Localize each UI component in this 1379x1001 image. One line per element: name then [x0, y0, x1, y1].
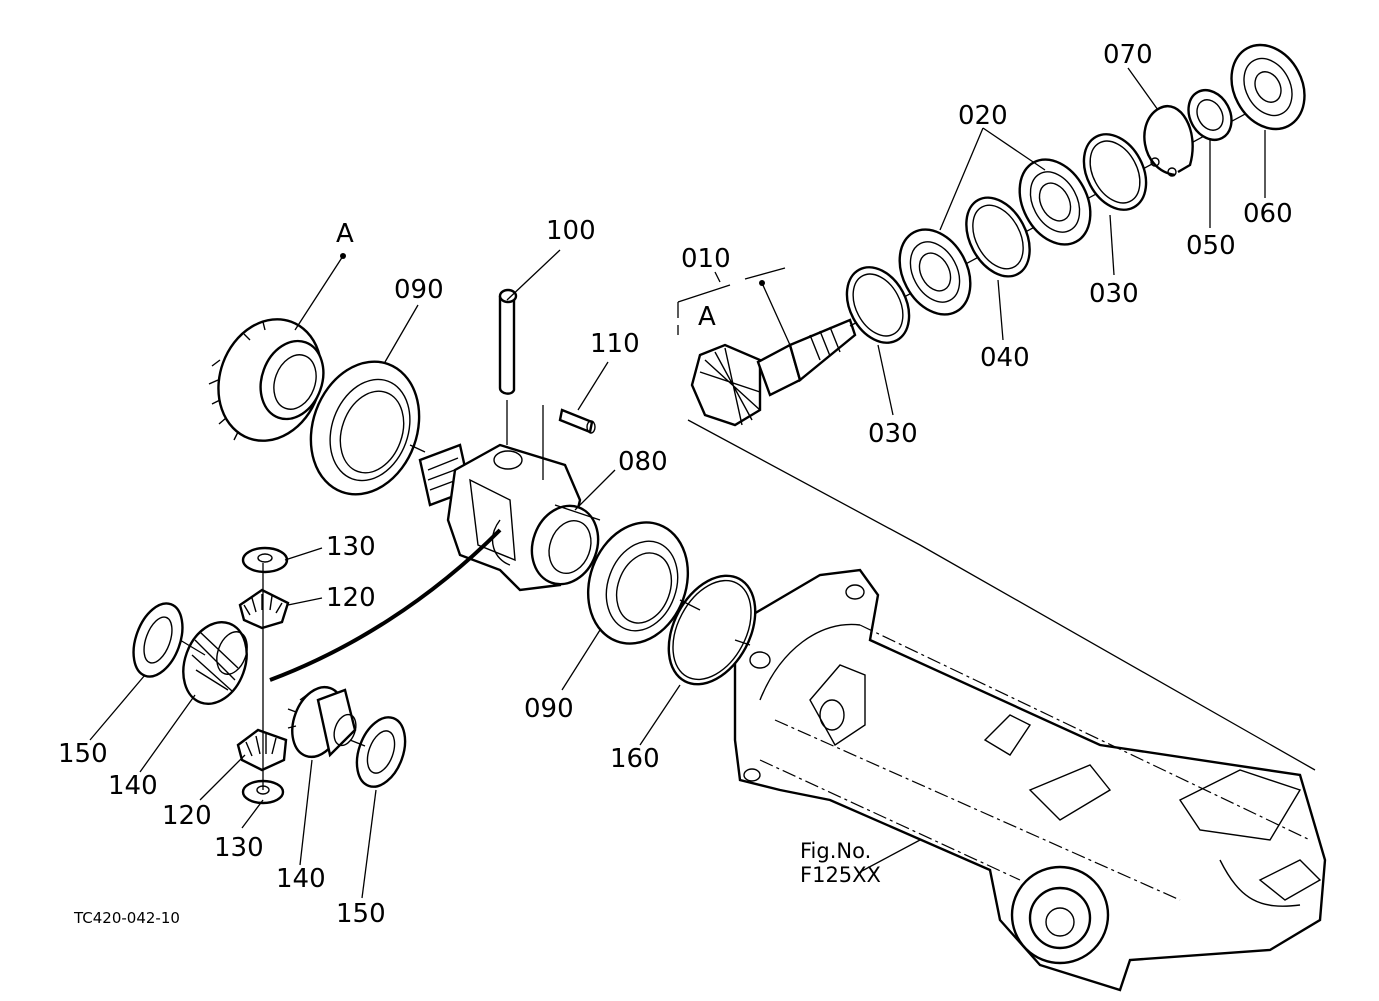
drawing-code: TC420-042-10 [73, 909, 180, 927]
label-070: 070 [1103, 40, 1153, 70]
label-160: 160 [610, 744, 660, 774]
label-100: 100 [546, 216, 596, 246]
pinion-gear-120-top [238, 588, 290, 630]
label-050: 050 [1186, 231, 1236, 261]
label-060: 060 [1243, 199, 1293, 229]
label-150-left: 150 [58, 739, 108, 769]
label-090-lower: 090 [524, 694, 574, 724]
seal-050 [1187, 88, 1233, 142]
shaft-pin-100 [498, 288, 518, 395]
axle-housing [733, 568, 1327, 992]
ref-a-pinion: A [698, 302, 716, 332]
label-010: 010 [681, 244, 731, 274]
leader-lines [89, 67, 1266, 899]
label-080: 080 [618, 447, 668, 477]
washer-130-top [241, 546, 289, 574]
washer-030-right [1082, 133, 1148, 211]
label-040: 040 [980, 343, 1030, 373]
label-130-top: 130 [326, 532, 376, 562]
side-gear-140-left [182, 621, 248, 705]
label-030-right: 030 [1089, 279, 1139, 309]
pinion-gear-120-bottom [236, 728, 288, 772]
washer-130-bottom [241, 779, 285, 805]
assembly-arrow-curve [269, 528, 502, 682]
snap-ring-070 [1143, 105, 1194, 177]
collar-040 [965, 196, 1031, 278]
washer-150-left [132, 602, 184, 678]
label-020: 020 [958, 101, 1008, 131]
ring-gear [208, 318, 325, 442]
bearing-060 [1230, 43, 1306, 131]
washer-150-right [355, 716, 407, 788]
figure-ref-line2: F125XX [800, 863, 881, 887]
ref-a-ring-gear: A [336, 219, 354, 249]
label-110: 110 [590, 329, 640, 359]
bearing-020-inner [898, 228, 972, 316]
bearing-090-lower [586, 521, 690, 645]
o-ring-160 [667, 574, 757, 686]
washer-030-left [845, 266, 911, 344]
spring-pin-110 [558, 408, 596, 434]
label-130-bottom: 130 [214, 833, 264, 863]
bearing-090-upper [309, 360, 421, 496]
label-030-left: 030 [868, 419, 918, 449]
figure-ref-line1: Fig.No. [800, 839, 871, 863]
label-140-left: 140 [108, 771, 158, 801]
label-150-right: 150 [336, 899, 386, 929]
label-120-top: 120 [326, 583, 376, 613]
side-gear-140-right [287, 685, 357, 759]
differential-case [418, 443, 600, 592]
label-090-upper: 090 [394, 275, 444, 305]
label-140-right: 140 [276, 864, 326, 894]
label-120-bottom: 120 [162, 801, 212, 831]
